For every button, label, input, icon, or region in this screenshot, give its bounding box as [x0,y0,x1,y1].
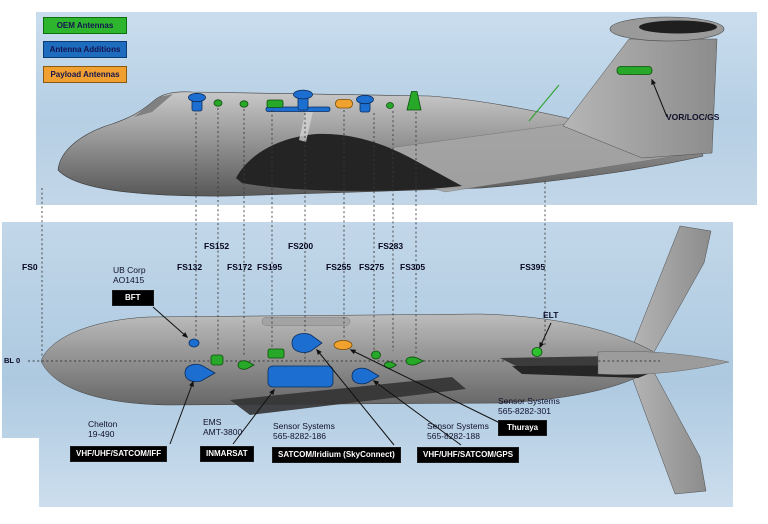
green-blade-antenna-fs305-side [406,91,422,111]
satcom-iridium-antenna [291,333,323,353]
callout-sensor188-box: VHF/UHF/SATCOM/GPS [417,447,520,463]
bft-vendor: UB Corp [113,265,146,275]
fs-label-fs132: FS132 [177,262,203,272]
green-antenna-fs283-side [386,102,394,109]
callout-chelton-box: VHF/UHF/SATCOM/IFF [70,446,168,462]
wing-shadow [230,377,466,415]
thuraya-antenna [333,339,353,350]
plan-nacelle-band [261,317,351,326]
bft-arrow [152,306,189,338]
elt-arrow [539,322,552,349]
elt-antenna [531,347,543,357]
fs-label-fs0: FS0 [22,262,38,272]
engine-nacelle [236,133,462,191]
station-lines [28,108,660,362]
callout-sensor301-box: Thuraya [498,420,548,436]
sensor301-part: 565-8282-301 [498,405,551,416]
fs-label-fs200: FS200 [288,241,314,251]
callout-bft-text: UB Corp AO1415 [113,265,146,285]
callout-sensor186-text: Sensor Systems 565-8282-186 [273,421,335,441]
chelton-vendor: Chelton [88,419,118,429]
callout-sensor188-text: Sensor Systems 565-8282-188 [427,421,489,441]
orange-antenna-fs255-side [335,99,353,109]
stabilizer-right [628,362,707,495]
fs-label-fs395: FS395 [520,262,546,272]
fs-label-fs283: FS283 [378,241,404,251]
elt-label: ELT [543,310,559,320]
t-tail-shadow [639,20,717,34]
vor-arrow [651,78,668,118]
green-antenna-plan-4 [371,350,381,360]
ems-vendor: EMS [203,417,222,427]
fs-label-fs275: FS275 [359,262,385,272]
fs-label-fs195: FS195 [257,262,283,272]
panel-corner-cutout [0,438,39,524]
windshield [134,94,173,117]
bft-part: AO1415 [113,274,145,285]
vhf-uhf-satcom-iff-antenna [184,363,216,383]
callout-sensor186-box: SATCOM/Iridium (SkyConnect) [272,447,401,463]
fs-label-fs152: FS152 [204,241,230,251]
green-antenna-plan-1 [210,354,224,366]
vhf-uhf-satcom-gps-antenna [351,367,380,385]
vor-loc-gs-antenna [616,66,653,75]
fs-label-fs255: FS255 [326,262,352,272]
green-antenna-plan-3 [267,348,285,359]
sensor188-part: 565-8282-188 [427,430,480,441]
inmarsat-antenna [267,365,334,388]
sensor301-vendor: Sensor Systems [498,396,560,406]
vertical-fin [562,38,718,159]
blue-antenna-cap-fs132-side [188,92,206,103]
fs-label-fs172: FS172 [227,262,253,272]
bl-zero-label: BL 0 [4,356,21,365]
side-view-antennas [188,66,653,113]
blue-antenna-cap-fs275-side [356,94,374,105]
callout-chelton-text: Chelton 19-490 [88,419,118,439]
stabilizer-left [628,225,712,362]
propeller-blade [299,105,314,142]
green-antenna-fs152-side [213,99,223,107]
bft-antenna [188,338,200,348]
satcom-iridium-arrow [316,348,395,446]
green-antenna-fs195-side [266,99,284,108]
blue-antenna-cap-fs200-side [293,89,313,100]
vor-loc-gs-label: VOR/LOC/GS [666,112,720,122]
legend-oem-antennas: OEM Antennas [43,17,127,34]
inmarsat-arrow [232,388,275,445]
side-view-aircraft [57,16,725,197]
legend-payload-antennas: Payload Antennas [43,66,127,83]
plan-view-antennas [184,333,543,388]
plan-view-aircraft [40,225,730,495]
callout-ems-text: EMS AMT-3800 [203,417,243,437]
wire-antenna [528,84,560,122]
fs-label-fs305: FS305 [400,262,426,272]
callout-ems-box: INMARSAT [200,446,254,462]
satcom-gps-arrow [372,380,462,446]
legend-antenna-additions: Antenna Additions [43,41,127,58]
callout-bft-box: BFT [112,290,154,306]
thuraya-arrow [349,349,505,426]
tail-cone [597,351,730,375]
callout-arrows [152,78,668,446]
green-antenna-fs172-side [239,100,249,108]
sensor188-vendor: Sensor Systems [427,421,489,431]
chelton-part: 19-490 [88,428,115,439]
sensor186-part: 565-8282-186 [273,430,326,441]
sensor186-vendor: Sensor Systems [273,421,335,431]
ems-part: AMT-3800 [203,426,243,437]
green-antenna-plan-2 [237,360,255,370]
green-antenna-plan-6 [405,356,425,366]
chelton-arrow [169,380,194,445]
callout-sensor301-text: Sensor Systems 565-8282-301 [498,396,560,416]
